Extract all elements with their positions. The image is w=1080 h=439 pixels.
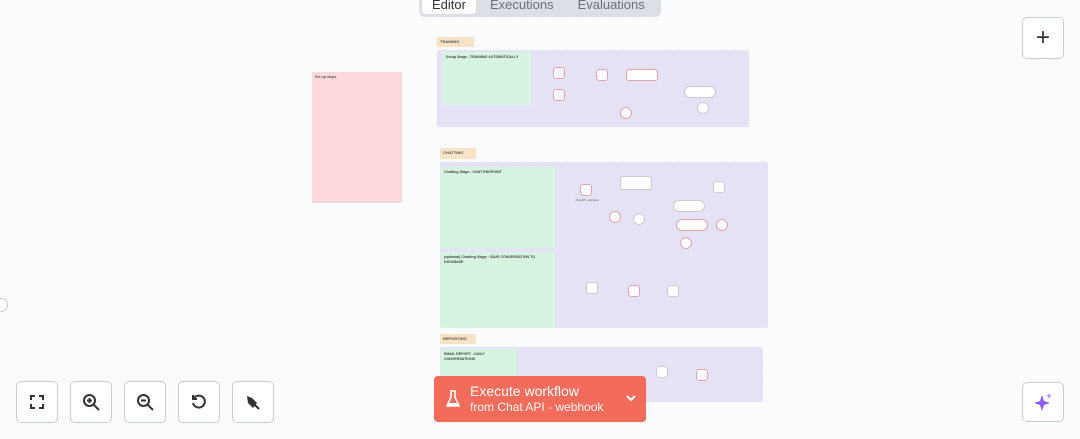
execute-trigger-label: from Chat API - webhook [470, 400, 604, 414]
flask-icon [446, 390, 460, 407]
workflow-node[interactable] [676, 219, 708, 231]
chat-webhook-node[interactable]: Chat API - webhook [576, 184, 598, 202]
tidy-up-button[interactable] [232, 381, 274, 423]
note-title: (optional) Chatting Stage : SAVE CONVERS… [444, 255, 536, 264]
workflow-node[interactable] [596, 69, 608, 81]
chat-endpoint-note[interactable]: Chatting Stage : CHAT ENDPOINT [441, 167, 555, 248]
note-title: Chatting Stage : CHAT ENDPOINT [444, 170, 502, 174]
execute-label: Execute workflow [470, 383, 579, 399]
workflow-node[interactable] [656, 366, 668, 378]
section-label-training: TRAINING [437, 37, 474, 47]
note-title: Setup Stage : TRAINING AUTOMATICALLY [446, 55, 519, 59]
workflow-node[interactable] [626, 69, 658, 81]
tidy-up-icon [247, 396, 260, 410]
ai-agent-node[interactable] [620, 176, 652, 190]
section-label-chatting: CHATTING [440, 148, 476, 159]
execute-workflow-button[interactable]: Execute workflow from Chat API - webhook [434, 376, 646, 422]
workflow-node[interactable] [620, 107, 632, 119]
note-title: EMAIL REPORT - DAILY CONVERSATIONS [444, 352, 485, 361]
tab-evaluations[interactable]: Evaluations [577, 0, 645, 12]
fit-view-icon [30, 395, 44, 409]
zoom-in-button[interactable] [70, 381, 112, 423]
workflow-node[interactable] [553, 67, 565, 79]
sticky-title: Set up steps [315, 75, 337, 79]
fit-view-button[interactable] [16, 381, 58, 423]
workflow-node[interactable] [684, 86, 716, 98]
reset-zoom-button[interactable] [178, 381, 220, 423]
save-conversation-note[interactable]: (optional) Chatting Stage : SAVE CONVERS… [441, 252, 555, 328]
sidebar-toggle[interactable] [0, 298, 8, 312]
workflow-node[interactable] [696, 369, 708, 381]
training-note[interactable]: Setup Stage : TRAINING AUTOMATICALLY [443, 52, 531, 105]
view-tabs: Editor Executions Evaluations [419, 0, 661, 17]
plus-icon: + [1035, 24, 1050, 51]
zoom-out-icon [137, 394, 154, 411]
workflow-node[interactable] [628, 285, 640, 297]
workflow-node[interactable] [667, 285, 679, 297]
tab-executions[interactable]: Executions [489, 0, 554, 12]
workflow-node[interactable] [553, 89, 565, 101]
workflow-node[interactable] [609, 211, 621, 223]
workflow-node[interactable] [673, 200, 705, 212]
workflow-node[interactable] [713, 181, 725, 193]
workflow-node[interactable] [680, 237, 692, 249]
workflow-node[interactable] [697, 102, 709, 114]
workflow-node[interactable] [633, 213, 645, 225]
ai-assistant-button[interactable] [1022, 382, 1064, 422]
workflow-node[interactable] [586, 282, 598, 294]
reset-zoom-icon [192, 394, 206, 409]
chevron-down-icon[interactable] [626, 395, 636, 403]
setup-sticky-note[interactable]: Set up steps [312, 72, 402, 203]
node-label: Chat API - webhook [575, 199, 599, 202]
add-node-button[interactable]: + [1022, 17, 1064, 59]
tab-editor[interactable]: Editor [422, 0, 476, 14]
zoom-out-button[interactable] [124, 381, 166, 423]
sparkle-icon [1034, 393, 1052, 411]
zoom-in-icon [83, 394, 100, 411]
workflow-node[interactable] [716, 219, 728, 231]
section-label-reporting: REPORTING [440, 334, 476, 344]
